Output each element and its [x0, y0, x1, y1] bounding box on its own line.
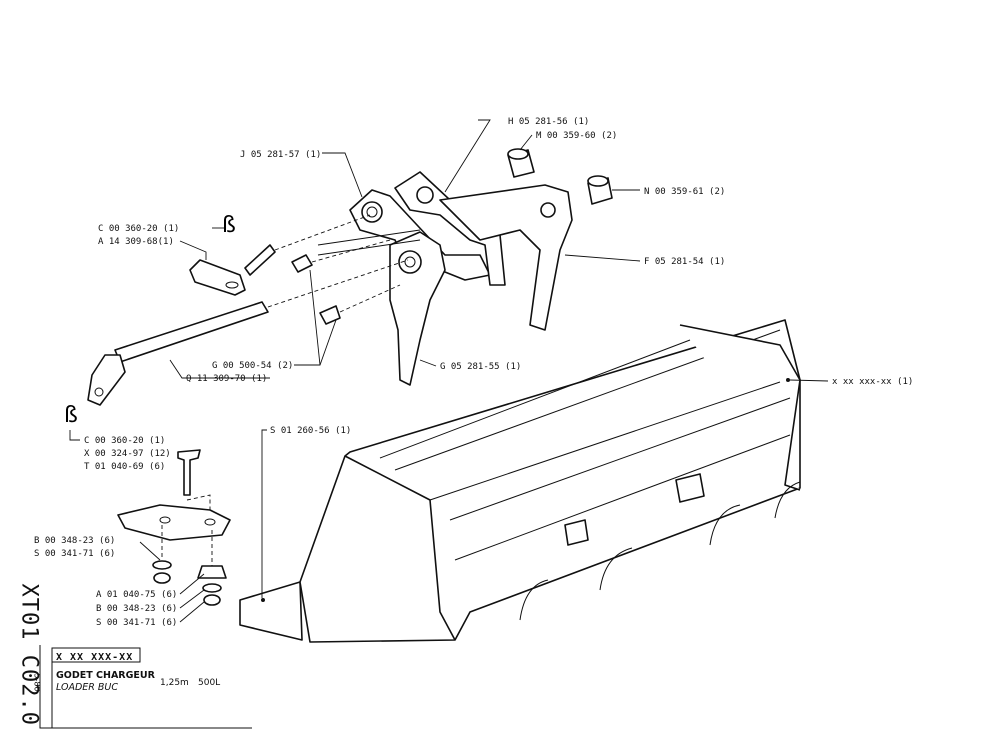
label-h: H 05 281-56 (1) — [508, 117, 589, 127]
label-c1: C 00 360-20 (1) — [98, 224, 179, 234]
label-s2: S 00 341-71 (6) — [34, 549, 115, 559]
label-m: M 00 359-60 (2) — [536, 131, 617, 141]
bucket-ref-dot-2 — [261, 598, 265, 602]
leader-lines — [69, 119, 829, 623]
cutting-tooth — [117, 504, 231, 541]
bushes-g — [267, 214, 409, 325]
washer-b1 — [152, 560, 172, 570]
label-c2: C 00 360-20 (1) — [84, 436, 165, 446]
beta-clip-icon-2: ß — [64, 403, 78, 428]
title-volume: 500L — [198, 678, 221, 688]
label-j: J 05 281-57 (1) — [240, 150, 321, 160]
title-capacity: 1,25m — [160, 678, 189, 688]
bracket-assembly — [317, 171, 573, 386]
shim-a — [197, 565, 227, 579]
sheet-date-text: 5-80 — [32, 673, 42, 692]
label-s3: S 00 341-71 (6) — [96, 618, 177, 628]
bracket-f — [439, 184, 573, 331]
label-b1: B 00 348-23 (6) — [34, 536, 115, 546]
washer-b2 — [202, 583, 222, 593]
bucket-ref-dot — [786, 378, 790, 382]
pin-q — [87, 301, 269, 406]
label-x2: X 00 324-97 (12) — [84, 449, 171, 459]
label-x: x xx xxx-xx (1) — [832, 377, 913, 387]
title-block: X XX XXX-XX GODET CHARGEUR LOADER BUC 1,… — [52, 648, 252, 728]
nut-s1 — [153, 572, 171, 584]
title-en: LOADER BUC — [56, 682, 119, 693]
bush-n — [587, 175, 613, 205]
title-code: X XX XXX-XX — [56, 652, 134, 663]
label-a2: A 01 040-75 (6) — [96, 590, 177, 600]
label-g1: G 00 500-54 (2) — [212, 361, 293, 371]
label-b2: B 00 348-23 (6) — [96, 604, 177, 614]
title-fr: GODET CHARGEUR — [56, 670, 155, 681]
label-n: N 00 359-61 (2) — [644, 187, 725, 197]
loader-bucket — [239, 319, 801, 643]
bolt-x — [177, 449, 201, 496]
nut-s3 — [203, 594, 221, 606]
label-q: Q 11 309-70 (1) — [186, 374, 267, 384]
label-t: T 01 040-69 (6) — [84, 462, 165, 472]
title-block-frame — [39, 645, 252, 729]
beta-clip-icon: ß — [222, 213, 236, 238]
pin-a — [189, 244, 276, 296]
label-a1: A 14 309-68(1) — [98, 237, 174, 247]
label-g2: G 05 281-55 (1) — [440, 362, 521, 372]
bush-m — [507, 148, 535, 178]
label-f: F 05 281-54 (1) — [644, 257, 725, 267]
label-s1: S 01 260-56 (1) — [270, 426, 351, 436]
cutting-edge-fixings — [117, 449, 231, 606]
